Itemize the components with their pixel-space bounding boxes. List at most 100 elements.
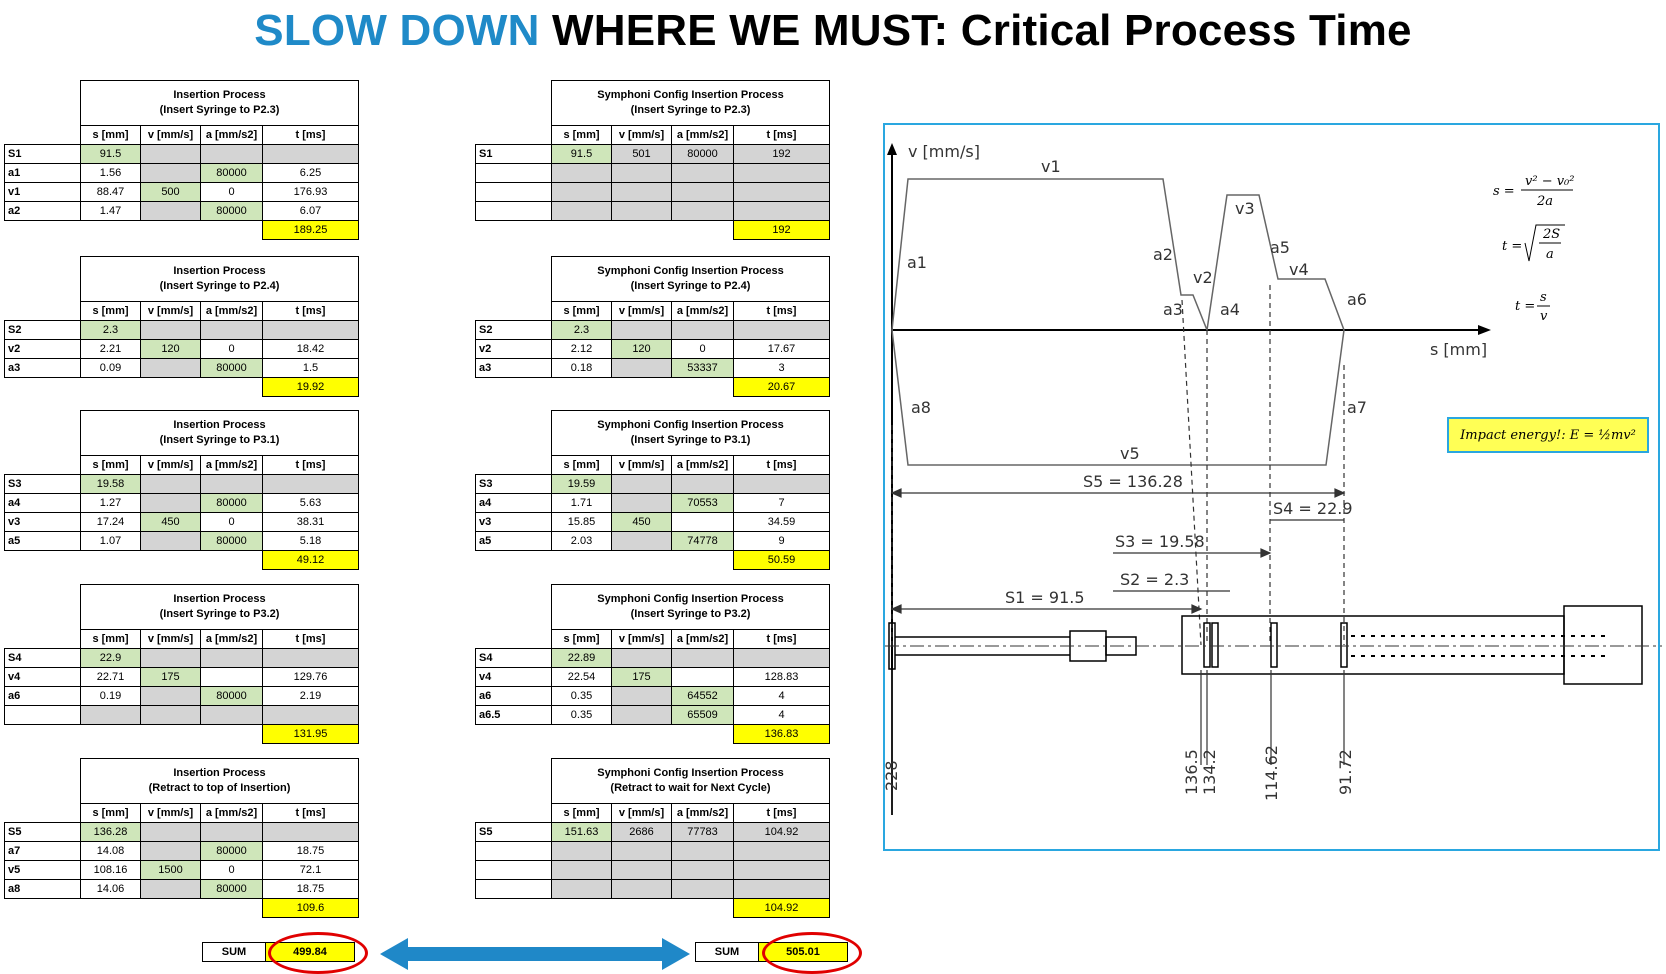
table-title: Symphoni Config Insertion Process(Insert…: [551, 410, 830, 456]
table-cell: 80000: [200, 531, 263, 551]
table-cell: [200, 648, 263, 668]
column-header: t [ms]: [733, 455, 830, 475]
svg-text:2S: 2S: [1542, 227, 1560, 242]
right-table-4: Symphoni Config Insertion Process(Insert…: [475, 584, 830, 744]
table-title-line2: (Retract to top of Insertion): [148, 782, 291, 794]
left-table-1: Insertion Process (Insert Syringe to P2.3…: [4, 80, 359, 240]
table-cell: [611, 686, 672, 706]
column-header: s [mm]: [551, 125, 612, 145]
column-header: v [mm/s]: [611, 125, 672, 145]
row-label: [4, 705, 81, 725]
v-axis-label: v [mm/s]: [908, 142, 980, 161]
right-sum-label: SUM: [695, 942, 759, 962]
table-total: 192: [733, 220, 830, 240]
row-label: a6: [475, 686, 552, 706]
row-label: a3: [4, 358, 81, 378]
table-cell: [733, 474, 830, 494]
table-cell: 22.71: [80, 667, 141, 687]
table-cell: [140, 320, 201, 340]
svg-text:v5: v5: [1120, 444, 1140, 463]
table-cell: [140, 531, 201, 551]
column-header: t [ms]: [262, 803, 359, 823]
page-title: SLOW DOWN WHERE WE MUST: Critical Proces…: [0, 6, 1666, 56]
svg-text:v² − v₀²: v² − v₀²: [1525, 174, 1574, 189]
table-cell: 108.16: [80, 860, 141, 880]
column-header: t [ms]: [733, 629, 830, 649]
table-cell: 80000: [200, 841, 263, 861]
column-header: t [ms]: [733, 803, 830, 823]
table-cell: [262, 822, 359, 842]
table-cell: [611, 182, 672, 202]
table-cell: 9: [733, 531, 830, 551]
table-cell: [262, 474, 359, 494]
table-cell: 64552: [671, 686, 734, 706]
table-cell: 15.85: [551, 512, 612, 532]
table-row: [475, 879, 830, 899]
table-cell: [733, 163, 830, 183]
pos-136-5: 136.5: [1182, 749, 1201, 795]
table-title-line2: (Insert Syringe to P2.3): [159, 104, 280, 116]
column-header: t [ms]: [262, 125, 359, 145]
column-header: a [mm/s2]: [671, 301, 734, 321]
table-cell: [611, 493, 672, 513]
column-header: s [mm]: [80, 125, 141, 145]
table-cell: 500: [140, 182, 201, 202]
table-title-line2: (Insert Syringe to P3.2): [159, 608, 280, 620]
table-cell: [671, 648, 734, 668]
row-label: S1: [475, 144, 552, 164]
table-cell: 0.09: [80, 358, 141, 378]
svg-text:a8: a8: [911, 398, 931, 417]
table-title: Symphoni Config Insertion Process(Insert…: [551, 584, 830, 630]
table-title: Insertion Process(Insert Syringe to P3.1…: [80, 410, 359, 456]
table-cell: [733, 860, 830, 880]
table-cell: [140, 493, 201, 513]
table-row: [475, 860, 830, 880]
table-cell: 136.28: [80, 822, 141, 842]
table-cell: 1.71: [551, 493, 612, 513]
table-cell: 7: [733, 493, 830, 513]
table-cell: 0: [200, 860, 263, 880]
column-header: s [mm]: [551, 803, 612, 823]
table-title-line1: Insertion Process: [173, 89, 266, 101]
table-cell: [671, 512, 734, 532]
table-cell: 501: [611, 144, 672, 164]
table-cell: 6.25: [262, 163, 359, 183]
row-label: v1: [4, 182, 81, 202]
svg-text:a5: a5: [1270, 238, 1290, 257]
table-cell: 175: [140, 667, 201, 687]
column-header: s [mm]: [80, 455, 141, 475]
row-label: v4: [475, 667, 552, 687]
table-cell: [140, 648, 201, 668]
table-cell: [671, 879, 734, 899]
column-header: v [mm/s]: [611, 803, 672, 823]
column-header: v [mm/s]: [140, 455, 201, 475]
table-cell: 65509: [671, 705, 734, 725]
table-cell: 4: [733, 705, 830, 725]
table-cell: 129.76: [262, 667, 359, 687]
right-table-1: Symphoni Config Insertion Process(Insert…: [475, 80, 830, 240]
table-cell: 88.47: [80, 182, 141, 202]
table-row: [475, 163, 830, 183]
table-cell: 1.27: [80, 493, 141, 513]
table-total: 104.92: [733, 898, 830, 918]
table-cell: [140, 686, 201, 706]
table-cell: [551, 201, 612, 221]
row-label: S2: [475, 320, 552, 340]
table-cell: 91.5: [80, 144, 141, 164]
column-header: v [mm/s]: [140, 125, 201, 145]
column-header: t [ms]: [262, 455, 359, 475]
column-header: v [mm/s]: [140, 803, 201, 823]
table-cell: 0.35: [551, 705, 612, 725]
table-cell: 5.18: [262, 531, 359, 551]
table-cell: 34.59: [733, 512, 830, 532]
table-cell: [611, 531, 672, 551]
svg-text:s =: s =: [1493, 184, 1515, 199]
